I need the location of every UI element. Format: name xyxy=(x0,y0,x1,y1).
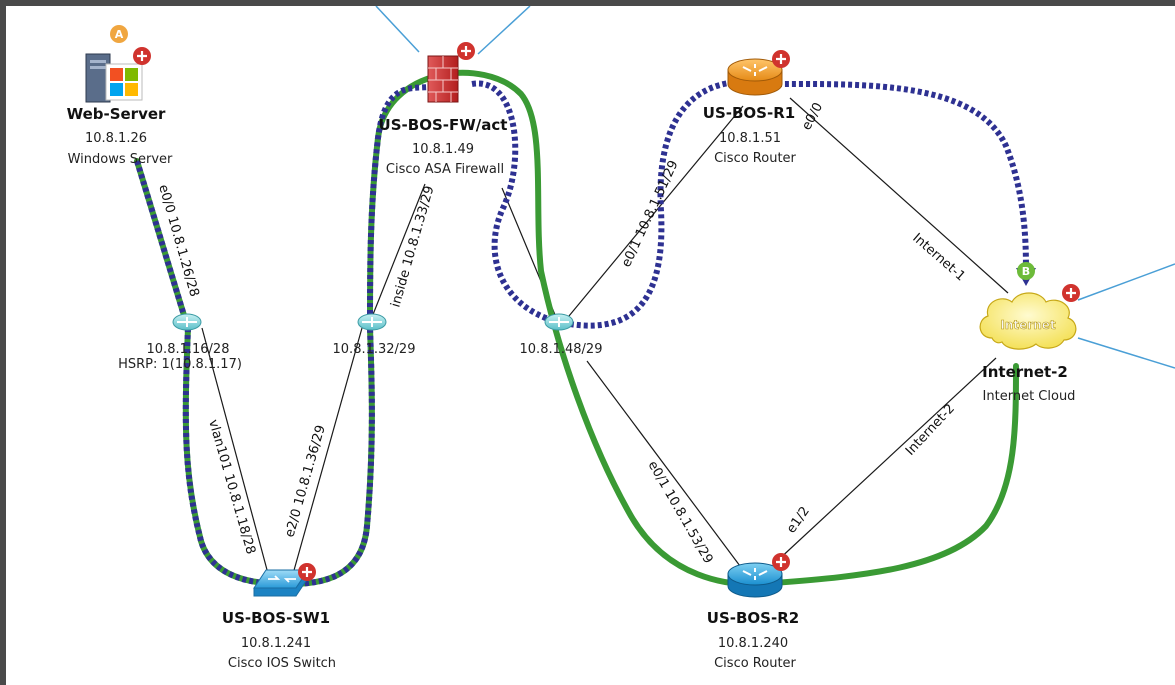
device-type: Cisco Router xyxy=(714,151,796,166)
subnet-label-48: 10.8.1.48/29 xyxy=(520,342,603,357)
device-type: Cisco ASA Firewall xyxy=(386,162,504,177)
device-router-r1[interactable]: US-BOS-R1 10.8.1.51 Cisco Router xyxy=(703,50,797,166)
badge-a-label: A xyxy=(115,28,124,41)
device-ip: 10.8.1.26 xyxy=(85,131,147,146)
device-name: Internet-2 xyxy=(982,363,1068,381)
device-router-r2[interactable]: US-BOS-R2 10.8.1.240 Cisco Router xyxy=(707,553,799,671)
highlighted-path-blue xyxy=(134,78,1029,588)
router-icon xyxy=(727,58,783,82)
link-label-sw-e20: e2/0 10.8.1.36/29 xyxy=(282,423,328,539)
router-icon xyxy=(727,562,783,586)
link-label-internet1: Internet-1 xyxy=(909,231,968,285)
subnet-label-32: 10.8.1.32/29 xyxy=(333,342,416,357)
subnet-hsrp-label: HSRP: 1(10.8.1.17) xyxy=(118,357,242,372)
device-name: US-BOS-FW/act xyxy=(379,116,508,134)
cloud-inner-label: Internet xyxy=(1000,318,1055,332)
subnet-label-16: 10.8.1.16/28 xyxy=(147,342,230,357)
device-ip: 10.8.1.51 xyxy=(719,131,781,146)
device-switch-sw1[interactable]: US-BOS-SW1 10.8.1.241 Cisco IOS Switch xyxy=(222,563,336,671)
subnet-hub-16[interactable]: 10.8.1.16/28 HSRP: 1(10.8.1.17) xyxy=(118,313,242,372)
network-map-canvas: e0/0 10.8.1.26/28 vlan101 10.8.1.18/28 e… xyxy=(6,6,1175,685)
device-name: Web-Server xyxy=(67,105,166,123)
device-type: Windows Server xyxy=(68,152,173,167)
device-name: US-BOS-SW1 xyxy=(222,609,330,627)
subnet-hub-32[interactable]: 10.8.1.32/29 xyxy=(333,313,416,357)
device-ip: 10.8.1.241 xyxy=(241,636,311,651)
topology-links xyxy=(201,97,1009,582)
network-diagram: e0/0 10.8.1.26/28 vlan101 10.8.1.18/28 e… xyxy=(67,6,1175,671)
link-label-internet2: Internet-2 xyxy=(903,401,958,458)
device-internet-cloud[interactable]: Internet B Internet-2 Internet Cloud xyxy=(979,262,1080,404)
device-ip: 10.8.1.49 xyxy=(412,142,474,157)
subnet-hub-48[interactable]: 10.8.1.48/29 xyxy=(520,313,603,357)
badge-b-label: B xyxy=(1022,265,1030,278)
device-type: Internet Cloud xyxy=(983,389,1076,404)
device-name: US-BOS-R1 xyxy=(703,104,795,122)
device-type: Cisco Router xyxy=(714,656,796,671)
link-label-r1-e00: e0/0 xyxy=(799,100,826,133)
link-label-fw-inside: inside 10.8.1.33/29 xyxy=(388,184,437,309)
device-type: Cisco IOS Switch xyxy=(228,656,336,671)
device-ip: 10.8.1.240 xyxy=(718,636,788,651)
device-firewall[interactable]: US-BOS-FW/act 10.8.1.49 Cisco ASA Firewa… xyxy=(379,42,508,177)
device-name: US-BOS-R2 xyxy=(707,609,799,627)
device-web-server[interactable]: A Web-Server 10.8.1.26 Windows Server xyxy=(67,25,173,167)
highlighted-path-green xyxy=(134,69,1019,588)
cloud-icon xyxy=(979,292,1077,350)
badge-b-icon xyxy=(1017,262,1035,280)
badge-a-icon xyxy=(110,25,128,43)
link-label-r1-e01: e0/1 10.8.1.51/29 xyxy=(619,158,682,269)
external-stub-links xyxy=(375,6,1175,369)
